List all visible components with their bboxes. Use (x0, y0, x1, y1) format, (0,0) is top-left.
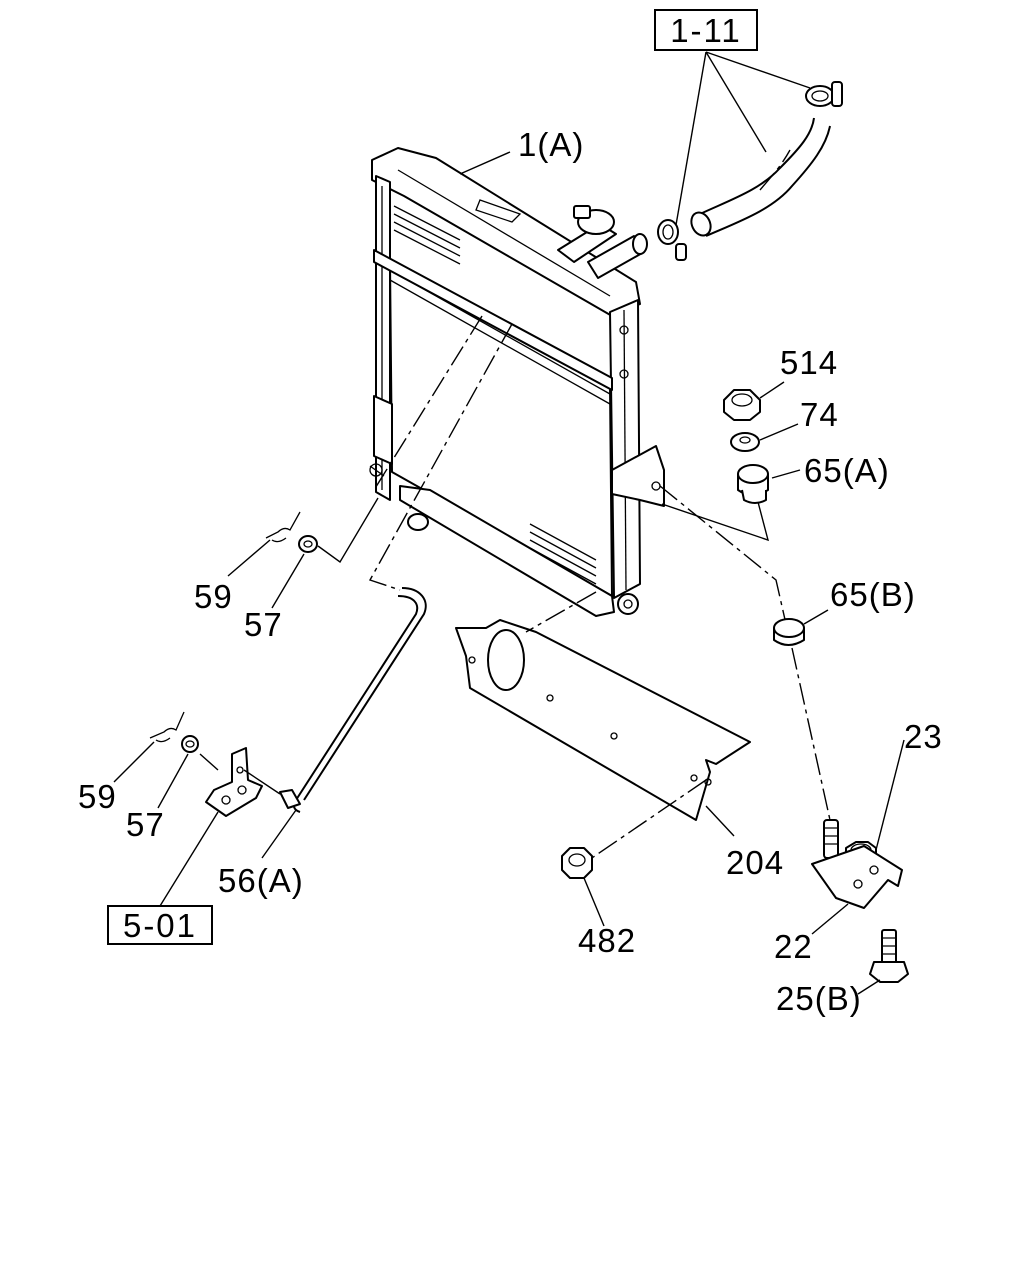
leader-23 (875, 739, 905, 851)
label-23: 23 (904, 718, 943, 755)
ref-box-5-01[interactable]: 5-01 (107, 905, 213, 945)
label-radiator: 1(A) (518, 126, 584, 163)
washer-74[interactable] (730, 432, 760, 452)
leader-204 (705, 805, 735, 837)
radiator-assembly[interactable] (369, 147, 648, 617)
label-65a: 65(A) (804, 452, 890, 489)
leader-59-upper (227, 539, 271, 577)
mount-bracket-22[interactable] (811, 819, 903, 909)
drain-hose-56a[interactable] (279, 587, 427, 813)
guide-65a (661, 501, 770, 542)
clip-bracket[interactable] (205, 747, 263, 817)
label-59-lower: 59 (78, 778, 117, 815)
guide-bracket (199, 753, 281, 795)
leader-5-01 (159, 811, 219, 907)
guide-482 (585, 779, 707, 863)
leader-65a (771, 469, 801, 479)
ref-box-1-11[interactable]: 1-11 (654, 9, 758, 51)
ring-57-upper[interactable] (298, 535, 318, 553)
label-57-upper: 57 (244, 606, 283, 643)
hose-clamp-upper[interactable] (805, 81, 843, 107)
leader-514 (759, 381, 785, 399)
cap-nut-514[interactable] (723, 389, 761, 421)
label-65b: 65(B) (830, 576, 916, 613)
ref-box-1-11-text: 1-11 (670, 12, 742, 49)
guide-57-upper (317, 497, 379, 564)
guide-drain-a (373, 315, 483, 491)
upper-hose[interactable] (688, 117, 831, 239)
guide-65b (659, 485, 787, 625)
leader-482 (583, 877, 605, 927)
leader-25b (857, 979, 881, 995)
bolt-25b[interactable] (869, 929, 909, 983)
label-204: 204 (726, 844, 784, 881)
leader-74 (759, 423, 799, 441)
label-56a: 56(A) (218, 862, 304, 899)
leader-22 (811, 903, 849, 935)
guide-stud (791, 647, 831, 821)
hose-clamp-lower[interactable] (657, 219, 687, 261)
label-482: 482 (578, 922, 636, 959)
label-22: 22 (774, 928, 813, 965)
leader-59-lower (113, 741, 155, 783)
cushion-65b[interactable] (773, 618, 805, 646)
label-57-lower: 57 (126, 806, 165, 843)
leader-radiator (459, 151, 511, 175)
label-514: 514 (780, 344, 838, 381)
label-25b: 25(B) (776, 980, 862, 1017)
clip-59-lower[interactable] (149, 711, 185, 743)
cushion-65a[interactable] (737, 464, 769, 504)
nut-482[interactable] (561, 847, 593, 879)
leader-57-lower (157, 753, 189, 809)
guide-drain-b (368, 323, 513, 591)
leader-56a (261, 809, 297, 859)
leader-57-upper (271, 553, 305, 609)
side-mount-bracket[interactable] (611, 445, 665, 507)
label-74: 74 (800, 396, 839, 433)
ref-box-5-01-text: 5-01 (123, 907, 197, 944)
guide-shroud (525, 591, 597, 633)
ring-57-lower[interactable] (181, 735, 199, 753)
shroud-plate-204[interactable] (455, 619, 751, 821)
leader-1-11 (675, 51, 811, 226)
clip-59-upper[interactable] (265, 511, 301, 543)
label-59-upper: 59 (194, 578, 233, 615)
leader-65b (803, 609, 829, 625)
